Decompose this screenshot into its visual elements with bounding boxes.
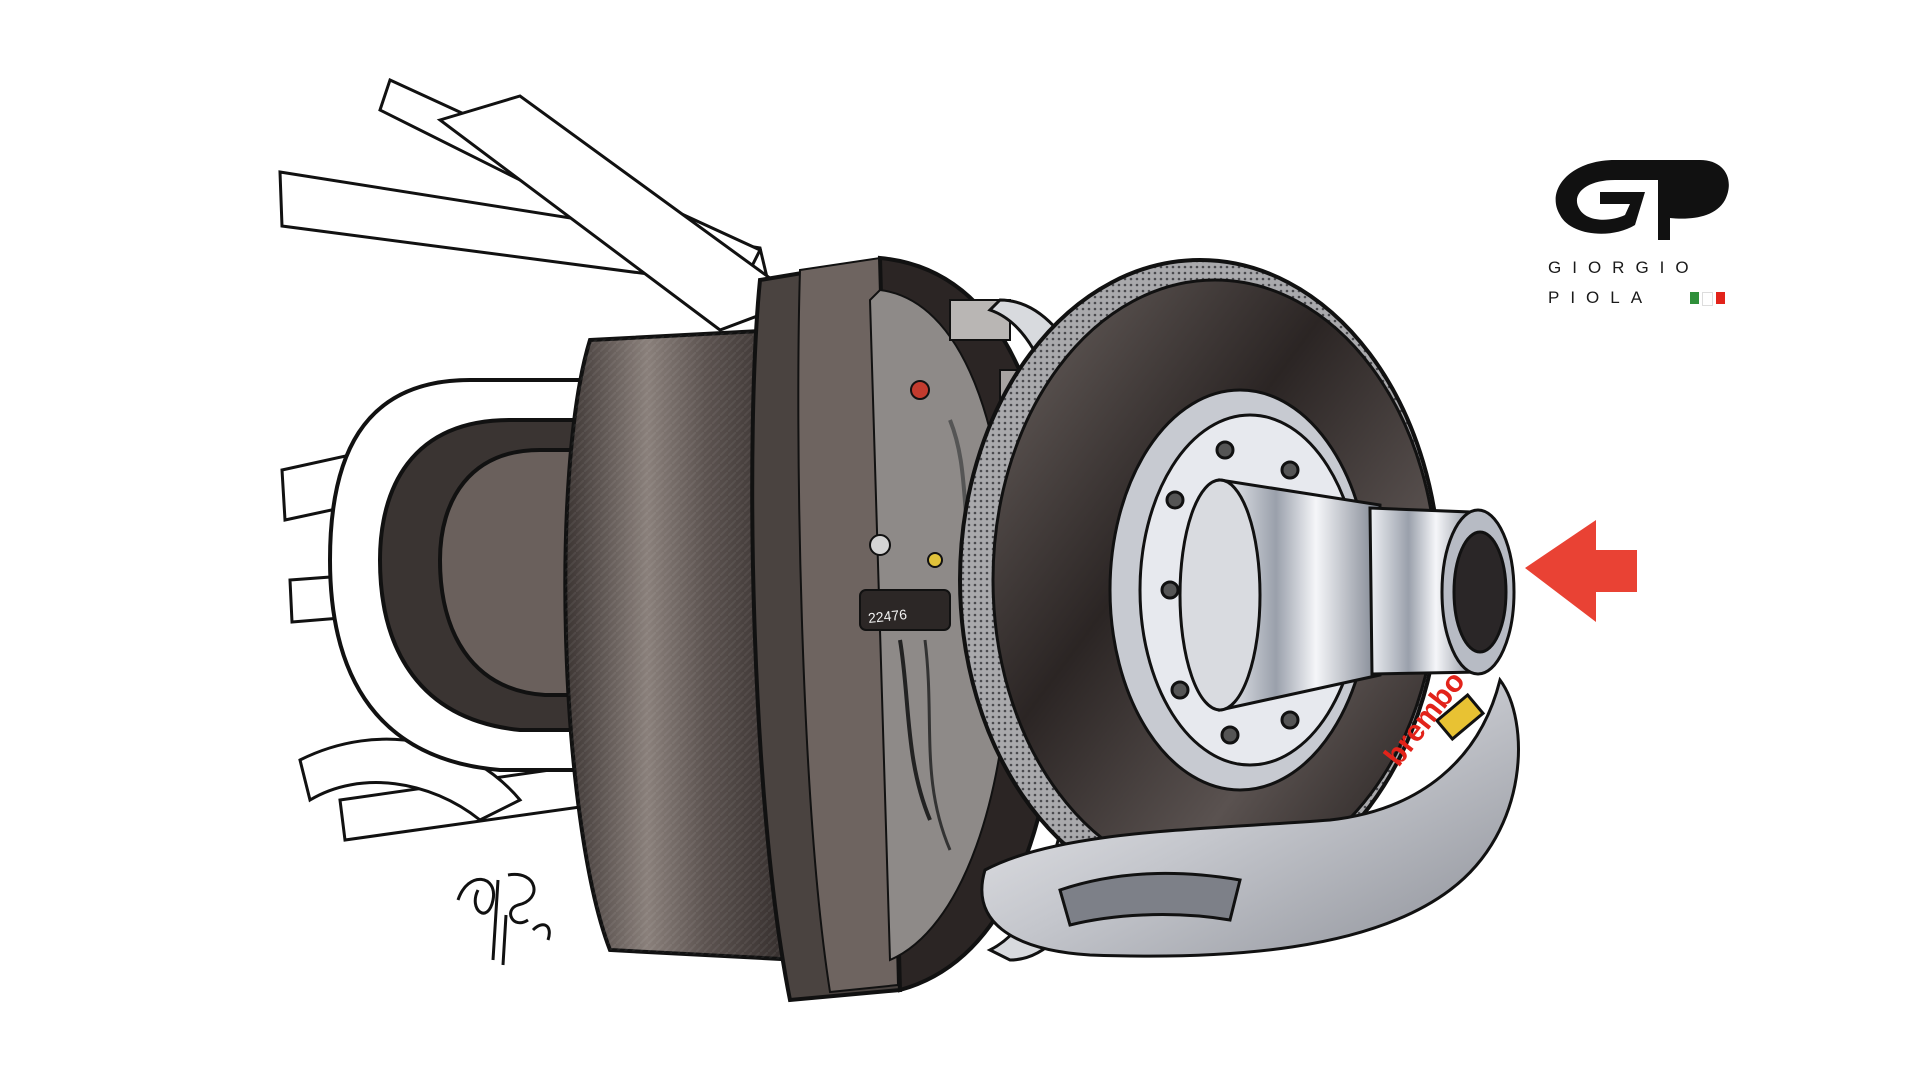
flag-stripe-white [1702, 292, 1713, 306]
flag-stripe-red [1716, 292, 1725, 304]
brand-block: GIORGIO PIOLA [1540, 140, 1740, 307]
red-arrow-icon [1525, 520, 1637, 622]
italian-flag-icon [1690, 292, 1725, 306]
brake-caliper [980, 676, 1520, 958]
brake-duct-inlet [327, 378, 602, 772]
wheel-hub [1108, 388, 1516, 792]
flag-stripe-green [1690, 292, 1699, 304]
gp-logo-icon [1555, 160, 1729, 240]
brand-name-first: GIORGIO [1548, 258, 1700, 277]
brand-name-last: PIOLA [1548, 288, 1654, 307]
suspension-arms [278, 77, 804, 842]
artist-signature [456, 872, 551, 966]
